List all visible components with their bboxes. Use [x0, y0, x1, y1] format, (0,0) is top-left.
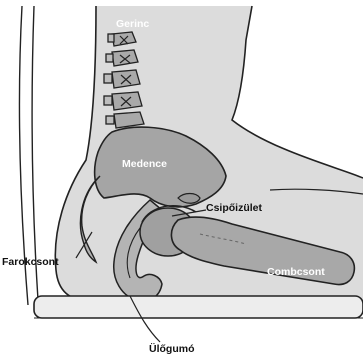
label-pelvis: Medence — [122, 158, 167, 170]
label-hip-joint: Csipőizület — [206, 202, 262, 214]
label-ischial-tuberosity: Ülőgumó — [149, 343, 195, 355]
label-spine: Gerinc — [116, 18, 149, 30]
label-coccyx: Farokcsont — [2, 256, 59, 268]
seat-cushion — [34, 296, 363, 318]
label-femur: Combcsont — [267, 266, 325, 278]
